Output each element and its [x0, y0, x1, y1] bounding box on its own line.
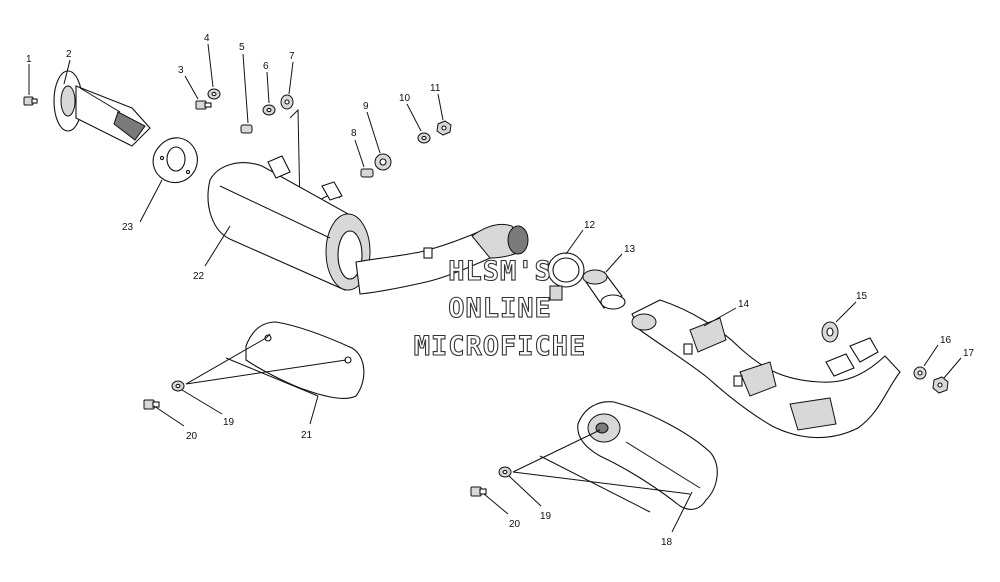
callout-14: 14 [738, 299, 750, 310]
part-17-nut[interactable] [932, 376, 949, 394]
part-7-grommet[interactable] [280, 94, 294, 110]
callout-labels: 1 2 3 4 5 6 7 8 9 10 11 12 13 14 15 16 1… [26, 33, 975, 548]
part-1-bolt[interactable] [23, 96, 38, 106]
part-8-bushing[interactable] [360, 168, 374, 178]
callout-18: 18 [661, 537, 673, 548]
part-4-washer[interactable] [207, 88, 221, 100]
part-16-washer[interactable] [913, 366, 927, 380]
part-12-clamp[interactable] [547, 252, 585, 301]
callout-9: 9 [363, 101, 369, 112]
part-21-heat-shield[interactable] [245, 321, 365, 399]
callout-1: 1 [26, 54, 32, 65]
callout-4: 4 [204, 33, 210, 44]
callout-22: 22 [193, 271, 205, 282]
part-6-washer[interactable] [262, 104, 276, 116]
callout-13: 13 [624, 244, 636, 255]
part-15-gasket[interactable] [821, 321, 839, 343]
callout-20-right: 20 [509, 519, 521, 530]
callout-8: 8 [351, 128, 357, 139]
part-11-nut[interactable] [436, 120, 452, 136]
part-23-gasket[interactable] [152, 137, 198, 184]
part-9-grommet[interactable] [374, 153, 392, 171]
watermark: HLSM'S ONLINE MICROFICHE [413, 255, 587, 362]
callout-10: 10 [399, 93, 411, 104]
part-19-washer-left[interactable] [171, 380, 185, 392]
watermark-line-1: HLSM'S [448, 256, 552, 287]
callout-20-left: 20 [186, 431, 198, 442]
callout-6: 6 [263, 61, 269, 72]
callout-12: 12 [584, 220, 596, 231]
part-10-washer[interactable] [417, 132, 431, 144]
callout-15: 15 [856, 291, 868, 302]
part-22-muffler[interactable] [207, 155, 371, 291]
callout-19-right: 19 [540, 511, 552, 522]
muffler-inlet-pipe[interactable] [355, 223, 529, 295]
part-3-bolt[interactable] [195, 100, 212, 110]
callout-7: 7 [289, 51, 295, 62]
callout-3: 3 [178, 65, 184, 76]
callout-5: 5 [239, 42, 245, 53]
part-18-heat-shield[interactable] [577, 401, 718, 510]
part-20-bolt-right[interactable] [470, 486, 487, 497]
leader-lines [28, 43, 962, 533]
callout-11: 11 [430, 83, 441, 94]
callout-23: 23 [122, 222, 134, 233]
part-20-bolt-left[interactable] [143, 399, 160, 410]
callout-16: 16 [940, 335, 952, 346]
callout-2: 2 [66, 49, 72, 60]
callout-21: 21 [301, 430, 313, 441]
callout-17: 17 [963, 348, 975, 359]
part-5-bushing[interactable] [240, 124, 253, 134]
watermark-line-3: MICROFICHE [414, 331, 587, 362]
part-19-washer-right[interactable] [498, 466, 512, 478]
callout-19-left: 19 [223, 417, 235, 428]
part-14-head-pipe[interactable] [631, 299, 901, 439]
part-2-tailpipe[interactable] [53, 70, 151, 147]
part-13-sleeve[interactable] [582, 269, 626, 310]
watermark-line-2: ONLINE [448, 293, 552, 324]
